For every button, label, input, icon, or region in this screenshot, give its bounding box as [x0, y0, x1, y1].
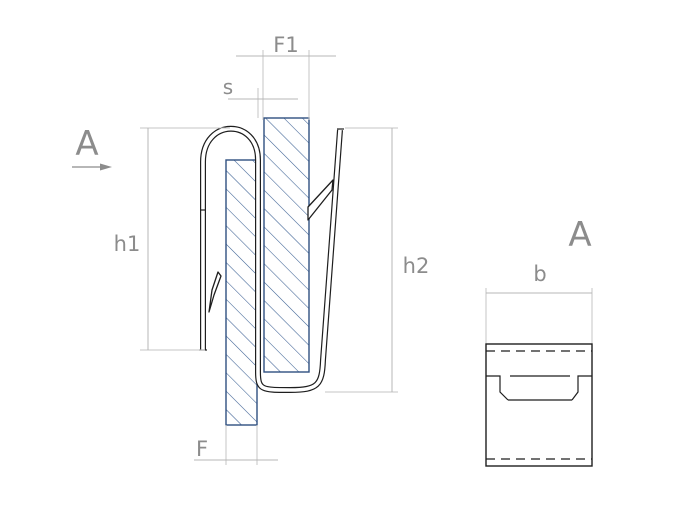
- clip-profile-inner: [201, 126, 342, 392]
- right-grip-tooth: [307, 179, 334, 221]
- label-h2: h2: [403, 254, 430, 278]
- left-tab: [486, 375, 509, 401]
- label-s: s: [223, 75, 233, 99]
- label-f: F: [196, 437, 208, 461]
- front-view-outline: [485, 343, 593, 467]
- section-view: [199, 117, 344, 426]
- label-h1: h1: [114, 232, 141, 256]
- label-f1: F1: [273, 33, 298, 57]
- right-tab: [571, 375, 592, 401]
- label-view-title: A: [568, 215, 591, 255]
- right-panel-section: [263, 117, 310, 373]
- label-view-arrow: A: [75, 124, 98, 164]
- front-view-a: [485, 343, 593, 467]
- dimension-lines: [140, 50, 593, 465]
- view-arrow: [72, 163, 112, 171]
- left-panel-section: [225, 159, 258, 426]
- label-b: b: [533, 262, 546, 286]
- left-grip-tooth: [208, 271, 222, 313]
